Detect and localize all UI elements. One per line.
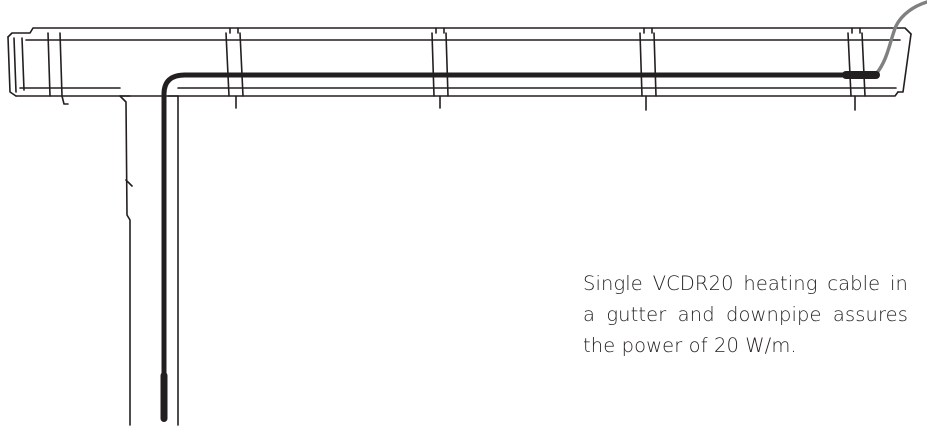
hanger-3	[431, 27, 449, 109]
power-supply-cord	[874, 0, 927, 76]
hanger-4	[639, 27, 657, 111]
heating-cable	[161, 72, 851, 401]
hanger-1	[47, 32, 69, 105]
hanger-2	[225, 27, 244, 109]
caption-text: Single VCDR20 heating cable in a gutter …	[583, 272, 908, 357]
gutter-outline	[7, 27, 912, 97]
cable-end-seal	[160, 372, 168, 422]
hanger-5	[847, 27, 866, 111]
downpipe-outline	[119, 95, 179, 426]
cable-connector	[842, 71, 880, 79]
gutter-hangers	[47, 27, 866, 111]
